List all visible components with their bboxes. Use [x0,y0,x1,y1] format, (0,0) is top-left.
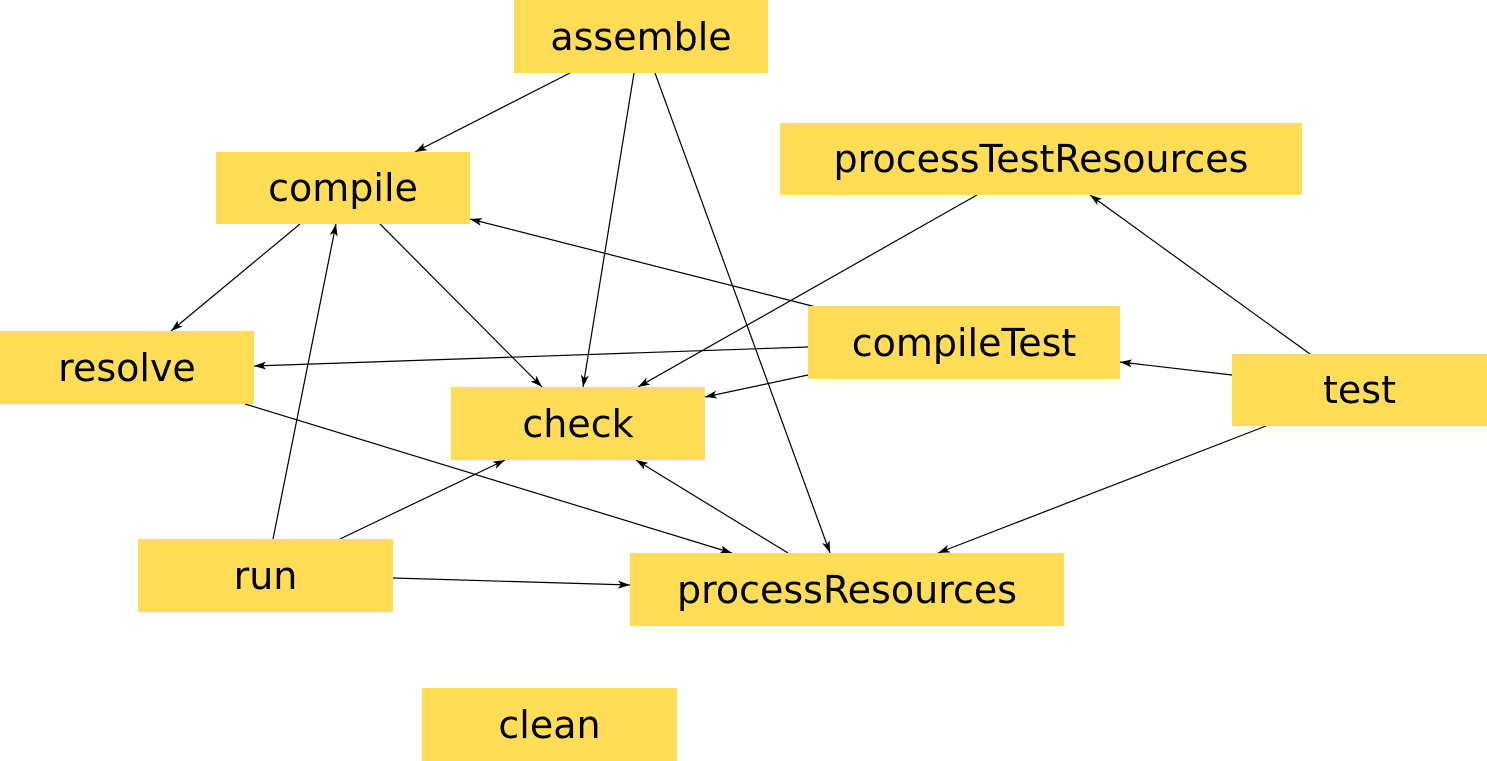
task-node-resolve[interactable]: resolve [0,331,254,404]
edge-test-to-processTestResources [1089,194,1311,355]
edge-processTestResources-to-check [637,194,978,388]
edge-assemble-to-check [580,72,635,388]
edge-compile-to-check [379,223,543,388]
edge-assemble-to-processResources [654,72,831,554]
edge-assemble-to-compile [414,72,571,153]
task-node-compile-test[interactable]: compileTest [808,306,1120,379]
edge-compile-to-resolve [170,223,301,332]
edge-resolve-to-processResources [244,403,733,554]
task-node-check[interactable]: check [451,387,705,460]
edge-processResources-to-check [635,459,789,554]
task-node-test[interactable]: test [1232,354,1487,426]
edge-run-to-check [339,459,506,540]
edge-run-to-compile [272,223,338,540]
edge-run-to-processResources [392,577,631,589]
edge-test-to-processResources [937,425,1267,554]
task-node-clean[interactable]: clean [422,688,677,761]
task-node-compile[interactable]: compile [216,152,470,224]
edges-layer [170,72,1311,589]
task-node-run[interactable]: run [138,539,393,612]
edge-compileTest-to-check [704,374,809,399]
task-node-assemble[interactable]: assemble [514,0,768,73]
edge-compileTest-to-compile [469,218,821,309]
edge-compileTest-to-resolve [253,346,809,370]
edge-test-to-compileTest [1119,359,1233,376]
task-node-process-resources[interactable]: processResources [630,553,1064,626]
task-node-process-test-resources[interactable]: processTestResources [780,123,1302,195]
